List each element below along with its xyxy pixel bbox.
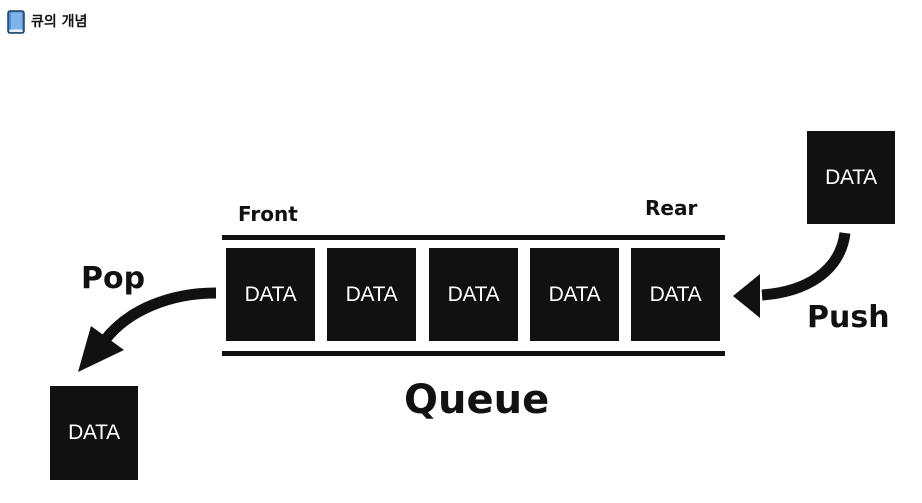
push-arrow-head	[733, 274, 760, 318]
queue-item-5: DATA	[631, 248, 720, 341]
pop-arrow-head	[78, 326, 124, 372]
rear-label: Rear	[645, 196, 698, 220]
queue-item-2: DATA	[327, 248, 416, 341]
pop-arrow	[100, 287, 217, 344]
push-label: Push	[807, 300, 890, 335]
queue-item-1: DATA	[226, 248, 315, 341]
page-title: 큐의 개념	[31, 14, 88, 30]
queue-item-3: DATA	[429, 248, 518, 341]
front-label: Front	[238, 202, 298, 226]
incoming-data-box: DATA	[807, 131, 895, 224]
queue-label: Queue	[404, 377, 550, 423]
queue-top-rail	[222, 235, 725, 240]
queue-item-4: DATA	[530, 248, 619, 341]
pop-label: Pop	[81, 261, 146, 296]
outgoing-data-box: DATA	[50, 386, 138, 480]
page-heading: 큐의 개념	[7, 9, 87, 35]
queue-bottom-rail	[222, 351, 725, 356]
push-arrow	[761, 232, 851, 301]
book-icon	[7, 10, 25, 34]
